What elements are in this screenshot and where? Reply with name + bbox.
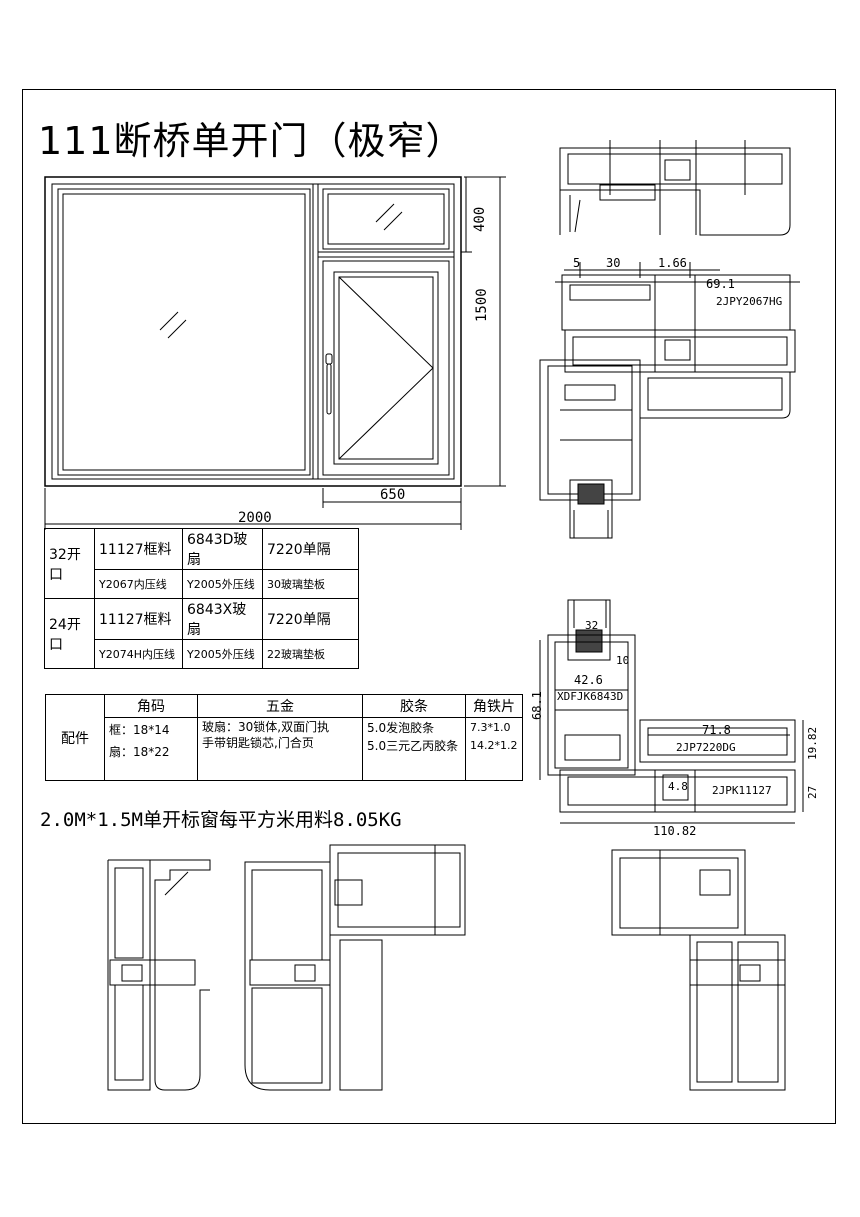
gasket-line: 5.0发泡胶条 [367, 721, 435, 735]
dim-label: 5 [573, 256, 581, 270]
dim-sash-width: 650 [380, 487, 406, 503]
spec-row-label: 32开口 [44, 528, 95, 599]
dim-label: 69.1 [706, 277, 735, 291]
spec-cell: 6843X玻扇 [182, 598, 263, 640]
hardware-line: 手带钥匙锁芯,门合页 [202, 736, 314, 750]
spec-cell: 30玻璃垫板 [262, 569, 359, 599]
page-title: 111断桥单开门（极窄） [38, 119, 465, 163]
dim-label: 42.6 [574, 673, 603, 687]
dim-label: 30 [606, 256, 621, 270]
parts-header: 角铁片 [465, 694, 523, 718]
dim-label: 4.8 [668, 780, 688, 793]
corner-code-frame: 框：18*14 [109, 723, 170, 737]
spec-cell: 7220单隔 [262, 528, 359, 570]
spec-cell: 6843D玻扇 [182, 528, 263, 570]
spec-cell: 7220单隔 [262, 598, 359, 640]
dim-overall-width: 2000 [238, 510, 272, 526]
profile-code: 2JPK11127 [712, 784, 772, 797]
dim-label: 1.66 [658, 256, 687, 270]
dim-label: 19.82 [806, 726, 819, 760]
parts-header: 五金 [197, 694, 363, 718]
dim-label: 27 [806, 785, 819, 799]
section-detail-bottom [539, 599, 804, 824]
section-detail-top [539, 140, 800, 539]
profile-section-1 [107, 859, 211, 1091]
corner-iron-line: 14.2*1.2 [470, 739, 518, 752]
dim-label: 68.1 [530, 691, 544, 720]
profile-section-3 [611, 849, 786, 1091]
hardware-line: 玻扇：30锁体,双面门执 [202, 720, 330, 734]
spec-cell: 11127框料 [94, 598, 183, 640]
parts-table: 配件 角码 五金 胶条 角铁片 框：18*14 扇：18*22 玻扇：30锁体,… [45, 694, 523, 781]
drawing-border [22, 89, 836, 1124]
profile-code: XDFJK6843D [557, 690, 624, 703]
spec-cell: Y2067内压线 [94, 569, 183, 599]
profile-section-2 [244, 844, 466, 1091]
corner-code-sash: 扇：18*22 [109, 745, 170, 759]
spec-table: 32开口 11127框料 6843D玻扇 7220单隔 Y2067内压线 Y20… [44, 528, 359, 669]
spec-cell: 11127框料 [94, 528, 183, 570]
dim-label: 71.8 [702, 723, 731, 737]
gasket-line: 5.0三元乙丙胶条 [367, 739, 459, 753]
spec-cell: Y2005外压线 [182, 569, 263, 599]
profile-code: 2JP7220DG [676, 741, 736, 754]
usage-note: 2.0M*1.5M单开标窗每平方米用料8.05KG [40, 809, 402, 831]
parts-header: 角码 [104, 694, 198, 718]
profile-code: 2JPY2067HG [716, 295, 783, 308]
parts-row-label: 配件 [45, 694, 105, 781]
spec-cell: Y2005外压线 [182, 639, 263, 669]
spec-row-label: 24开口 [44, 598, 95, 669]
dim-label: 110.82 [653, 824, 697, 838]
dim-label: 10 [616, 654, 630, 667]
spec-cell: 22玻璃垫板 [262, 639, 359, 669]
door-elevation [44, 176, 506, 530]
spec-cell: Y2074H内压线 [94, 639, 183, 669]
dim-overall-height: 1500 [474, 288, 490, 322]
dim-transom-height: 400 [472, 206, 488, 232]
corner-iron-line: 7.3*1.0 [470, 721, 511, 734]
dim-label: 32 [585, 619, 599, 632]
parts-header: 胶条 [362, 694, 466, 718]
